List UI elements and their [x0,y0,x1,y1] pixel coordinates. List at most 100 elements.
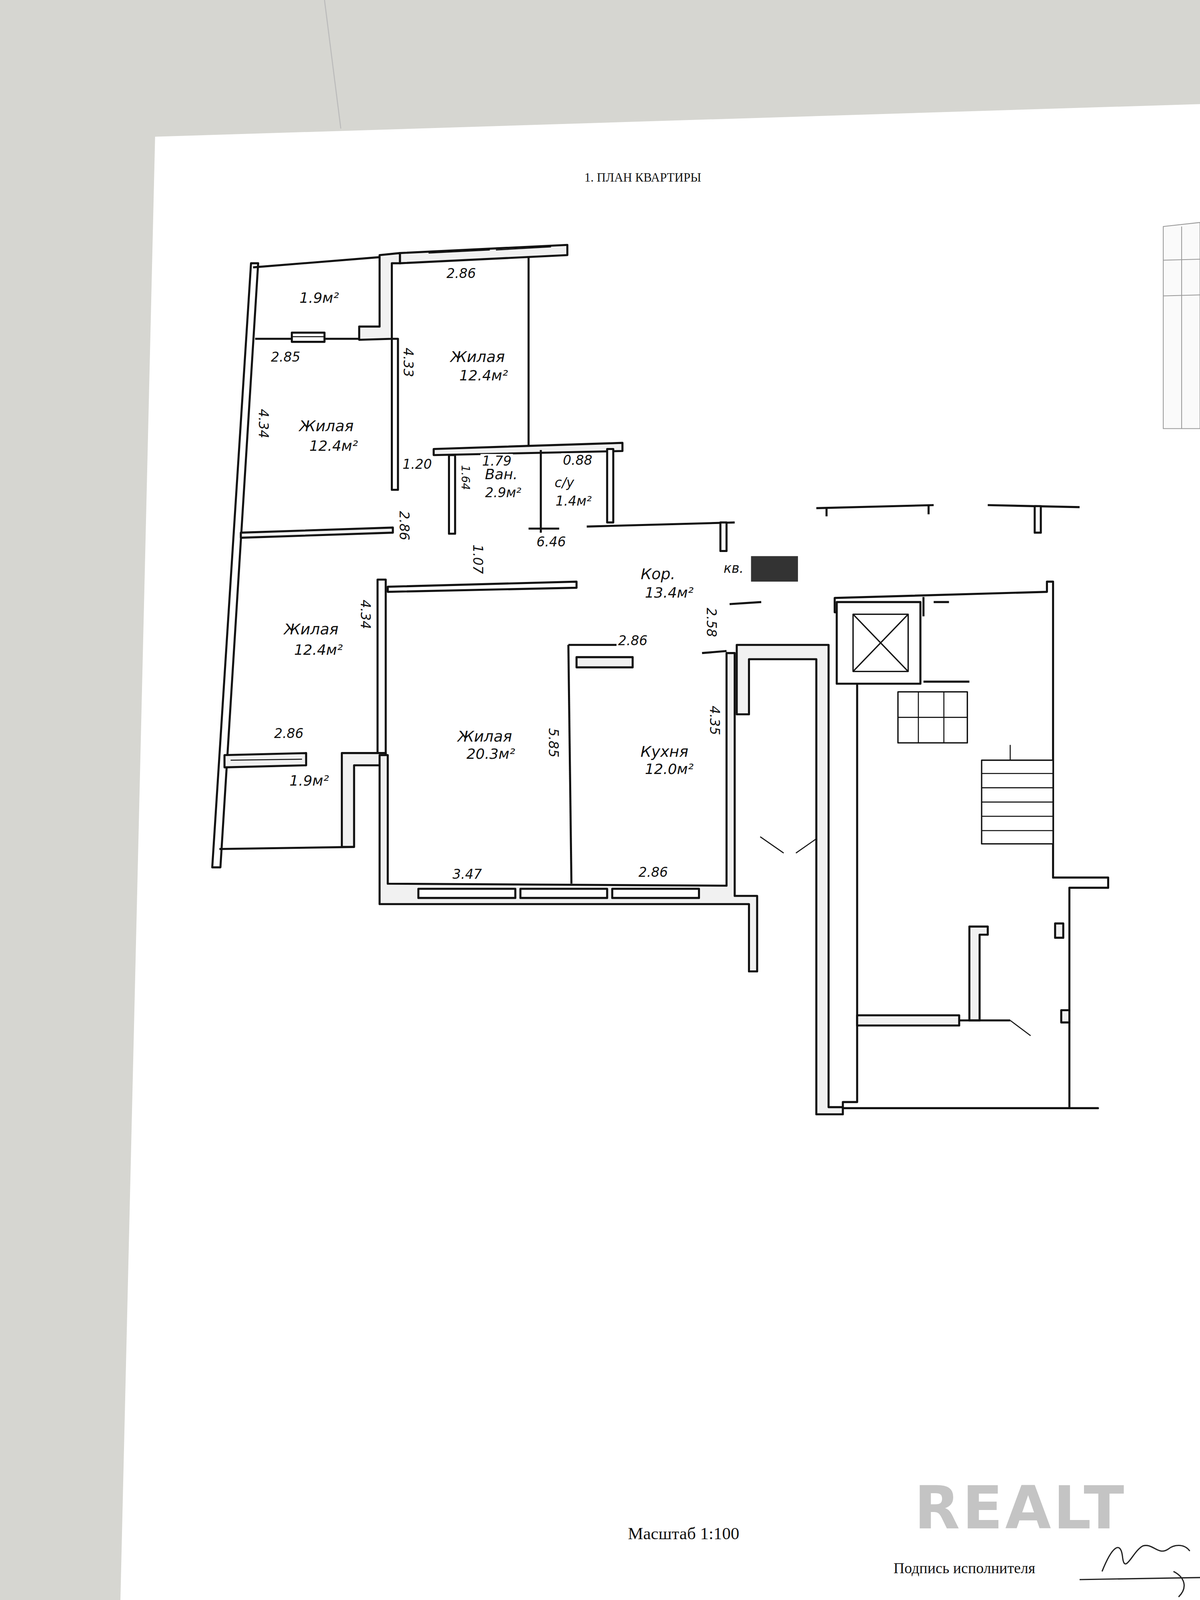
dimension: 1.20 [400,457,434,472]
walls [981,830,1054,832]
walls [1055,923,1064,938]
signature [1102,1545,1190,1598]
walls [292,336,325,338]
walls [834,581,1109,1108]
dimension: 6.46 [534,534,568,550]
walls [496,246,552,250]
walls [212,263,259,868]
walls [923,680,970,683]
walls [981,801,1054,803]
walls [1009,744,1011,760]
area-label: 2.9м² [483,485,524,500]
area-label: 12.4м² [457,367,510,384]
walls [981,787,1054,789]
area-label: 1.9м² [298,290,341,306]
area-label: 1.9м² [288,772,331,789]
dimension: 1.07 [470,542,485,576]
walls [898,716,968,718]
walls [586,522,735,527]
walls [520,888,608,898]
dimension: 0.88 [561,453,594,468]
walls [898,692,968,744]
dimension: 2.86 [616,633,649,648]
redaction [751,556,798,582]
apartment-number: кв. [722,561,746,576]
dimension: 2.86 [272,726,305,741]
walls [528,527,560,530]
walls [392,338,398,490]
walls [212,244,1109,1114]
walls [736,644,843,1114]
walls [825,508,828,516]
paper [1163,222,1200,429]
signature [1079,1577,1200,1580]
area-label: 12.4м² [292,642,345,658]
dimension: 2.85 [269,350,302,365]
walls [853,614,909,672]
dimension: 5.85 [546,726,561,759]
room-name: Жилая [448,348,507,366]
dimension: 4.34 [256,407,271,440]
walls [224,753,306,768]
walls [981,772,1054,774]
room-name: Жилая [297,418,356,435]
walls [959,1019,1011,1022]
room-name: Жилая [456,728,514,746]
dimension: 2.86 [636,865,670,880]
walls [400,244,568,264]
walls [987,505,1080,508]
room-name: Ван. [483,466,520,483]
walls [729,602,762,604]
area-label: 1.4м² [554,494,594,509]
walls [922,596,925,616]
walls [448,455,455,534]
walls [760,836,784,854]
area-label: 12.4м² [307,438,360,454]
area-label: 20.3м² [464,746,517,762]
walls [539,450,542,533]
dimension: 2.58 [704,606,719,639]
redaction [751,556,798,582]
walls [576,657,633,668]
paper [324,0,341,129]
room-name: Кухня [638,743,690,761]
walls [1061,1010,1070,1023]
walls [230,759,303,761]
walls [853,614,909,672]
walls [969,926,988,1021]
walls [816,505,934,509]
walls [219,846,354,849]
paper [1163,259,1200,261]
walls [568,644,572,884]
room-name: с/у [553,475,576,490]
page-title: 1. ПЛАН КВАРТИРЫ [582,170,703,185]
paper [120,104,1200,1600]
signature [1079,1545,1200,1598]
dimension: 2.86 [444,266,478,281]
walls [720,522,727,551]
area-label: 12.0м² [643,761,696,778]
walls [387,581,577,592]
walls [253,257,380,268]
dimension: 1.64 [459,463,472,492]
watermark: REALT [912,1475,1128,1541]
room-name: Кор. [639,566,677,583]
walls [240,527,393,538]
walls [927,505,930,515]
scale-note: Масштаб 1:100 [626,1524,742,1543]
walls [433,442,623,456]
walls [981,816,1054,818]
paper [1163,294,1200,296]
walls [292,332,325,342]
walls [607,448,614,523]
paper [120,0,1200,1600]
walls [1010,1020,1031,1036]
paper [1181,226,1182,429]
walls [796,838,817,854]
walls [377,579,386,756]
dimension: 4.35 [707,704,722,737]
walls [933,601,949,604]
area-label: 13.4м² [643,584,696,601]
